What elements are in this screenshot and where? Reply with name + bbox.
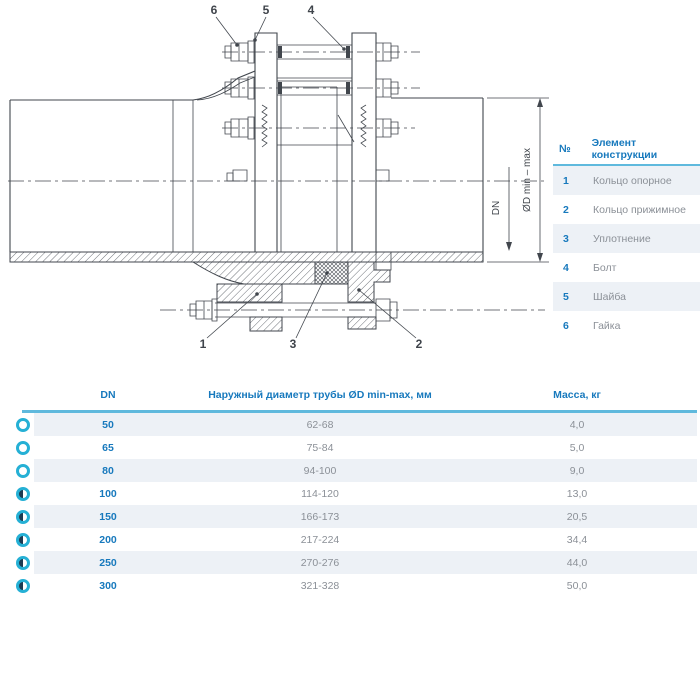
spec-row: 50 62-68 4,0 <box>0 413 700 436</box>
legend-row-label: Уплотнение <box>593 232 651 245</box>
diameter-value: 270-276 <box>300 556 340 569</box>
diameter-value: 217-224 <box>300 533 340 546</box>
legend-row-label: Кольцо опорное <box>593 174 672 187</box>
spec-row: 250 270-276 44,0 <box>0 551 700 574</box>
legend-table: № Элемент конструкции 1 Кольцо опорное 2… <box>553 136 700 340</box>
spec-row: 300 321-328 50,0 <box>0 574 700 597</box>
dim-dn-label: DN <box>491 201 502 215</box>
spec-table-header: DN Наружный диаметр трубы ØD min-max, мм… <box>0 383 700 407</box>
mass-value: 9,0 <box>569 464 585 477</box>
dn-range-icon <box>0 532 46 547</box>
dn-range-icon <box>0 486 46 501</box>
callout-5: 5 <box>263 3 270 17</box>
spec-row: 80 94-100 9,0 <box>0 459 700 482</box>
legend-row: 6 Гайка <box>553 311 700 340</box>
dim-od-label: ØD min – max <box>522 148 533 212</box>
legend-row-num: 1 <box>563 174 569 187</box>
dn-range-icon <box>0 578 46 593</box>
mass-value: 44,0 <box>566 556 588 569</box>
legend-row-label: Гайка <box>593 319 621 332</box>
diameter-value: 75-84 <box>306 441 334 454</box>
dn-value: 300 <box>99 579 117 592</box>
seal-section <box>315 262 348 284</box>
dn-value: 65 <box>102 441 114 454</box>
callout-1: 1 <box>200 337 207 351</box>
spec-row: 150 166-173 20,5 <box>0 505 700 528</box>
legend-row-label: Болт <box>593 261 617 274</box>
support-ring-section <box>217 284 282 302</box>
legend-header: № Элемент конструкции <box>553 136 700 162</box>
mass-value: 20,5 <box>566 510 588 523</box>
diameter-value: 321-328 <box>300 579 340 592</box>
left-pipe <box>10 71 255 252</box>
callout-3: 3 <box>290 337 297 351</box>
legend-row: 4 Болт <box>553 253 700 282</box>
spec-header-diameter: Наружный диаметр трубы ØD min-max, мм <box>208 389 432 401</box>
dn-range-icon <box>0 440 46 455</box>
legend-row: 5 Шайба <box>553 282 700 311</box>
dn-value: 80 <box>102 464 114 477</box>
callouts: 6 5 4 1 3 2 <box>200 3 423 351</box>
callout-6: 6 <box>211 3 218 17</box>
coupling-technical-drawing: 6 5 4 1 3 2 ØD min – max DN <box>0 3 560 351</box>
legend-row-num: 2 <box>563 203 569 216</box>
section-view <box>10 252 545 331</box>
diameter-value: 114-120 <box>301 487 339 500</box>
legend-header-num: № <box>559 143 571 155</box>
dn-range-icon <box>0 555 46 570</box>
legend-row-label: Кольцо прижимное <box>593 203 686 216</box>
legend-row-num: 4 <box>563 261 569 274</box>
diameter-value: 62-68 <box>306 418 334 431</box>
dn-value: 100 <box>99 487 117 500</box>
spec-table: DN Наружный диаметр трубы ØD min-max, мм… <box>0 383 700 597</box>
clamp-ring-section <box>348 262 390 302</box>
dn-range-icon <box>0 463 46 478</box>
mass-value: 5,0 <box>569 441 585 454</box>
legend-row-label: Шайба <box>593 290 626 303</box>
dn-value: 50 <box>102 418 114 431</box>
bolts-top <box>222 41 420 181</box>
dimensions: ØD min – max DN <box>487 98 549 262</box>
mass-value: 4,0 <box>569 418 585 431</box>
dn-value: 200 <box>99 533 117 546</box>
spec-header-mass: Масса, кг <box>553 389 601 401</box>
dn-range-icon <box>0 417 46 432</box>
spec-header-dn: DN <box>100 389 116 401</box>
spec-row: 100 114-120 13,0 <box>0 482 700 505</box>
callout-4: 4 <box>308 3 315 17</box>
legend-separator <box>553 164 700 166</box>
legend-row-num: 6 <box>563 319 569 332</box>
legend-row-num: 5 <box>563 290 569 303</box>
coupling-flanges <box>255 33 376 252</box>
dn-range-icon <box>0 509 46 524</box>
mass-value: 13,0 <box>566 487 588 500</box>
legend-row: 1 Кольцо опорное <box>553 166 700 195</box>
callout-2: 2 <box>416 337 423 351</box>
legend-row: 2 Кольцо прижимное <box>553 195 700 224</box>
diameter-value: 94-100 <box>303 464 337 477</box>
dn-value: 150 <box>99 510 117 523</box>
legend-row: 3 Уплотнение <box>553 224 700 253</box>
diameter-value: 166-173 <box>300 510 340 523</box>
mass-value: 50,0 <box>566 579 588 592</box>
spec-table-separator <box>22 410 697 413</box>
mass-value: 34,4 <box>566 533 588 546</box>
spec-row: 65 75-84 5,0 <box>0 436 700 459</box>
legend-row-num: 3 <box>563 232 569 245</box>
legend-header-element: Элемент конструкции <box>591 137 658 161</box>
dn-value: 250 <box>99 556 117 569</box>
right-pipe <box>391 98 483 262</box>
spec-row: 200 217-224 34,4 <box>0 528 700 551</box>
